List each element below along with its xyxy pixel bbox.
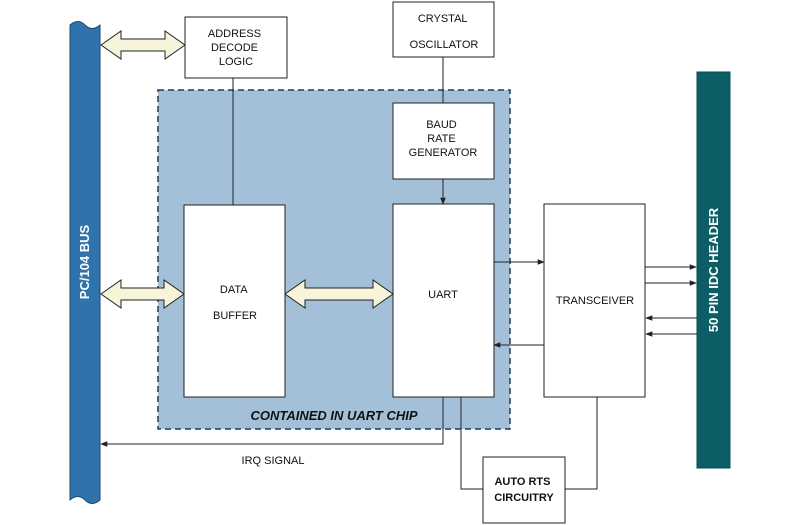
pc104-bus-bar: [69, 21, 101, 504]
address-decode-label: ADDRESS DECODE LOGIC: [208, 28, 264, 68]
baud-rate-generator-label: BAUD RATE GENERATOR: [409, 119, 478, 159]
transceiver-to-auto-rts-line: [565, 397, 598, 490]
uart-to-auto-rts-line: [460, 397, 483, 490]
bus-arrow-address-decode: [100, 30, 186, 60]
irq-signal-label: IRQ SIGNAL: [242, 455, 305, 467]
transceiver-block: [543, 203, 646, 398]
idc-header-bar: [696, 71, 731, 469]
uart-chip-region-label: CONTAINED IN UART CHIP: [250, 408, 417, 423]
uart-block: [392, 203, 495, 398]
data-buffer-label: DATA BUFFER: [213, 284, 257, 322]
auto-rts-label: AUTO RTS CIRCUITRY: [494, 476, 554, 504]
pc104-bus-label: PC/104 BUS: [77, 224, 92, 299]
crystal-oscillator-label: CRYSTAL OSCILLATOR: [410, 13, 479, 51]
transceiver-label: TRANSCEIVER: [556, 295, 634, 307]
auto-rts-block: [482, 456, 566, 524]
idc-header-label: 50 PIN IDC HEADER: [706, 207, 721, 332]
data-buffer-block: [183, 204, 286, 398]
irq-signal-arrow: [100, 397, 444, 447]
uart-label: UART: [428, 289, 458, 301]
baud-rate-generator-block: [392, 102, 495, 180]
crystal-oscillator-block: [392, 1, 495, 58]
address-decode-block: [184, 16, 288, 79]
